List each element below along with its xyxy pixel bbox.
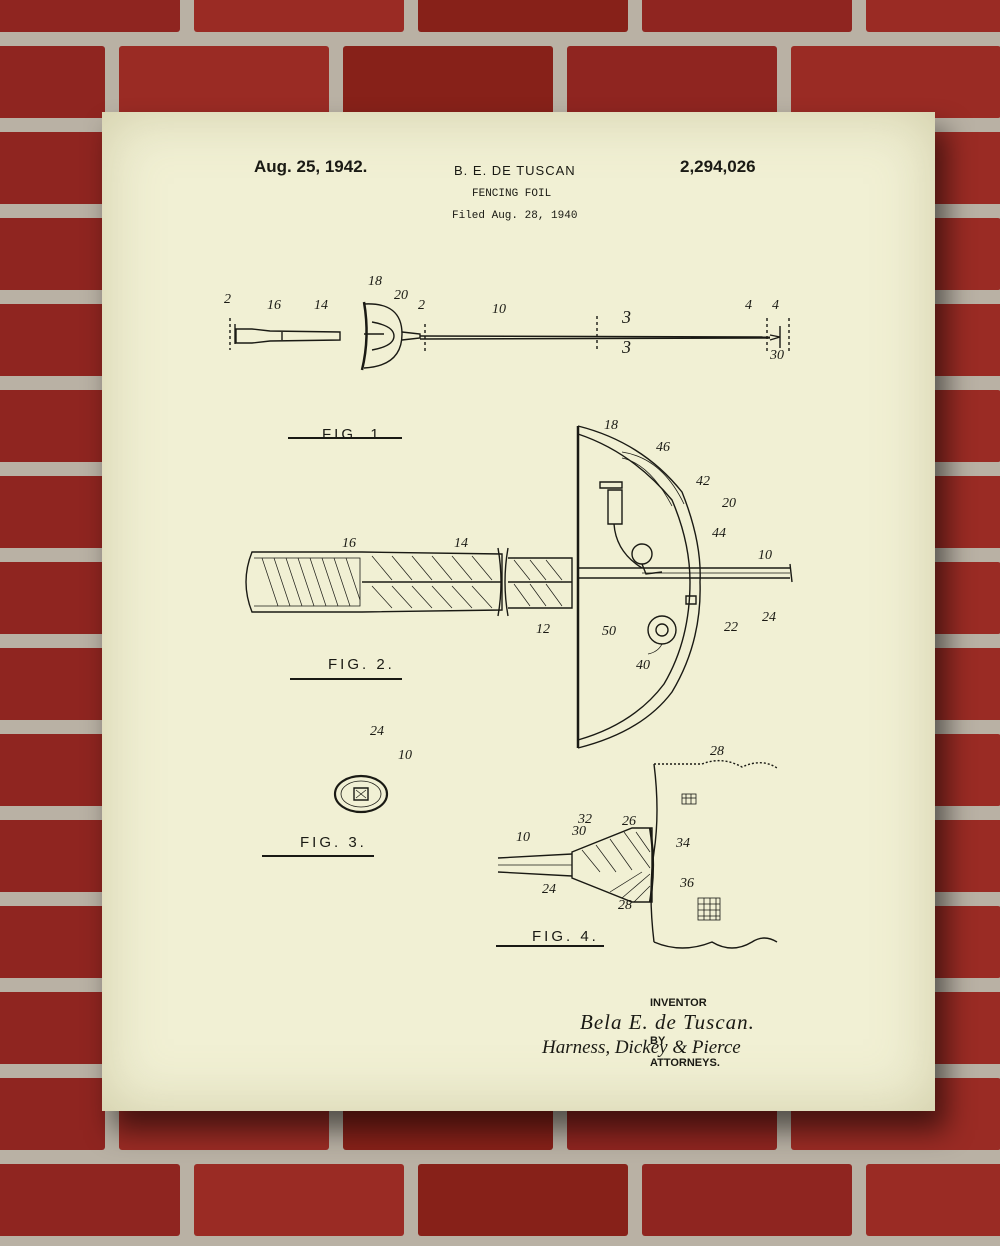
brick (418, 0, 628, 32)
filed-date: Filed Aug. 28, 1940 (452, 210, 578, 222)
fig2-label: 46 (656, 440, 670, 455)
brick (0, 1164, 180, 1236)
figure-caption-bars (262, 437, 604, 947)
fig2-label: 16 (342, 536, 356, 551)
fig1-label: 20 (394, 288, 408, 303)
fig4-label: 24 (542, 882, 556, 897)
fig3-label: 24 (370, 724, 384, 739)
fig3-caption: FIG. 3. (300, 834, 367, 851)
brick (418, 1164, 628, 1236)
fig1-caption: FIG. 1. (322, 426, 389, 443)
fig3-label: 10 (398, 748, 412, 763)
fig4-tip-section (497, 759, 778, 949)
fig2-label: 10 (758, 548, 772, 563)
brick (0, 734, 105, 806)
fig4-label: 26 (622, 814, 636, 829)
fig1-label: 2 (224, 292, 231, 307)
fig2-label: 14 (454, 536, 468, 551)
patent-poster: Aug. 25, 1942. B. E. DE TUSCAN 2,294,026… (102, 112, 935, 1111)
fig1-label: 18 (368, 274, 382, 289)
fig1-label: 30 (770, 348, 784, 363)
fig2-label: 22 (724, 620, 738, 635)
fig4-label: 32 (578, 812, 592, 827)
brick (0, 1078, 105, 1150)
brick (194, 1164, 404, 1236)
fig1-label: 10 (492, 302, 506, 317)
brick (866, 1164, 1000, 1236)
fig3-cross-section (333, 774, 389, 814)
by-label: BY (650, 1035, 666, 1047)
fig1-label: 4 (772, 298, 779, 313)
fig1-foil-drawing (229, 301, 790, 371)
fig1-label: 14 (314, 298, 328, 313)
fig4-label: 28 (618, 898, 632, 913)
fig4-label: 36 (680, 876, 694, 891)
brick (0, 906, 105, 978)
patent-drawing (229, 301, 793, 949)
inventor-label: INVENTOR (650, 997, 707, 1009)
fig2-caption: FIG. 2. (328, 656, 395, 673)
brick (642, 0, 852, 32)
fig2-label: 44 (712, 526, 726, 541)
fig2-hilt-section (245, 425, 793, 749)
fig4-label: 30 (572, 824, 586, 839)
fig4-label: 10 (516, 830, 530, 845)
brick (0, 46, 105, 118)
fig2-label: 18 (604, 418, 618, 433)
fig2-label: 24 (762, 610, 776, 625)
brick (0, 0, 180, 32)
fig1-label: 16 (267, 298, 281, 313)
brick (866, 0, 1000, 32)
fig2-label: 20 (722, 496, 736, 511)
inventor-signature: Bela E. de Tuscan. (580, 1010, 755, 1034)
brick (0, 390, 105, 462)
fig2-label: 12 (536, 622, 550, 637)
fig2-label: 42 (696, 474, 710, 489)
patent-date: Aug. 25, 1942. (254, 157, 368, 176)
brick (567, 46, 777, 118)
brick (343, 46, 553, 118)
attorneys-signature: Harness, Dickey & Pierce (542, 1037, 741, 1058)
fig1-label: 4 (745, 298, 752, 313)
brick (194, 0, 404, 32)
fig1-label: 3 (622, 307, 631, 327)
brick (0, 562, 105, 634)
fig4-label: 28 (710, 744, 724, 759)
attorneys-label: ATTORNEYS. (650, 1057, 720, 1069)
brick (791, 46, 1000, 118)
inventor-name: B. E. DE TUSCAN (454, 163, 576, 178)
brick (642, 1164, 852, 1236)
fig1-label: 3 (622, 337, 631, 357)
fig2-label: 50 (602, 624, 616, 639)
patent-title: FENCING FOIL (472, 188, 552, 200)
fig1-label: 2 (418, 298, 425, 313)
patent-number: 2,294,026 (680, 157, 756, 176)
fig4-caption: FIG. 4. (532, 928, 599, 945)
fig2-label: 40 (636, 658, 650, 673)
brick (119, 46, 329, 118)
fig4-label: 34 (676, 836, 690, 851)
brick (0, 218, 105, 290)
